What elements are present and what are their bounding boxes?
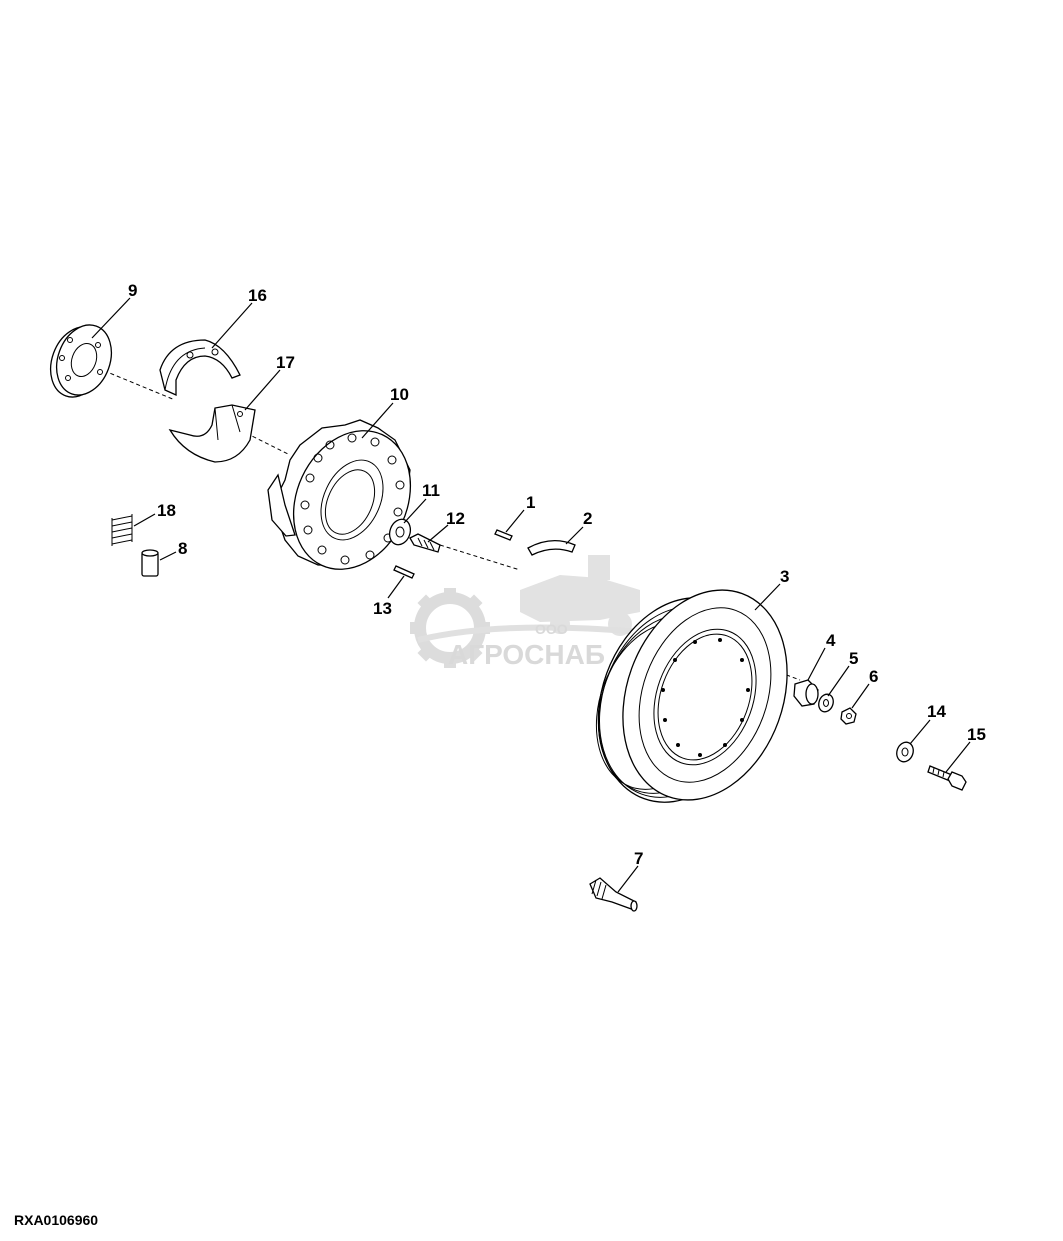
callout-label: 2 — [583, 509, 592, 528]
part-5-washer — [818, 693, 834, 713]
callout-14: 14 — [909, 702, 946, 745]
part-10-wheel-weight — [267, 419, 412, 570]
callout-label: 16 — [248, 286, 267, 305]
part-7-valve-stem — [589, 877, 638, 912]
callout-16: 16 — [211, 286, 267, 349]
callout-label: 18 — [157, 501, 176, 520]
callout-13: 13 — [373, 575, 405, 618]
part-12-bolt — [409, 533, 441, 553]
callout-7: 7 — [617, 849, 643, 893]
callout-label: 13 — [373, 599, 392, 618]
part-16-upper-shell — [159, 339, 241, 397]
callout-label: 9 — [128, 281, 137, 300]
watermark-logo: ООО АГРОСНАБ — [410, 555, 641, 670]
callout-18: 18 — [133, 501, 176, 527]
callout-label: 15 — [967, 725, 986, 744]
callout-label: 12 — [446, 509, 465, 528]
callout-9: 9 — [91, 281, 137, 339]
callout-10: 10 — [361, 385, 409, 439]
part-4-spacer — [793, 679, 819, 707]
callout-label: 7 — [634, 849, 643, 868]
callout-11: 11 — [403, 481, 440, 524]
callout-6: 6 — [851, 667, 878, 709]
part-17-lower-shell — [168, 404, 256, 463]
callout-4: 4 — [807, 631, 836, 681]
part-3-wheel-rim — [595, 589, 788, 803]
part-8-pin — [141, 549, 159, 577]
part-14-washer — [896, 741, 914, 763]
watermark-combine-icon — [520, 555, 640, 636]
callout-17: 17 — [244, 353, 295, 411]
part-2-clip — [527, 540, 576, 556]
figure-id-label: RXA0106960 — [14, 1212, 99, 1228]
callout-8: 8 — [159, 539, 187, 561]
callout-label: 6 — [869, 667, 878, 686]
callout-15: 15 — [945, 725, 986, 773]
callout-5: 5 — [827, 649, 858, 697]
callout-label: 17 — [276, 353, 295, 372]
callout-label: 14 — [927, 702, 946, 721]
callout-label: 8 — [178, 539, 187, 558]
watermark-small-text: ООО — [535, 621, 568, 637]
part-11-washer — [388, 518, 412, 546]
part-15-bolt — [927, 765, 967, 791]
callout-label: 3 — [780, 567, 789, 586]
rim-bolt-holes — [661, 638, 750, 757]
callout-label: 11 — [422, 481, 440, 500]
part-6-nut — [840, 707, 857, 725]
part-9-flange-plate — [49, 324, 113, 398]
part-1-screw — [494, 529, 513, 541]
callout-1: 1 — [505, 493, 535, 533]
callout-2: 2 — [565, 509, 592, 545]
callout-3: 3 — [754, 567, 789, 611]
part-18-spring — [111, 514, 133, 546]
callout-label: 10 — [390, 385, 409, 404]
part-13-small-pin — [393, 565, 415, 579]
watermark-brand-text: АГРОСНАБ — [448, 639, 605, 670]
callout-label: 4 — [826, 631, 836, 650]
callout-label: 1 — [526, 493, 535, 512]
callout-label: 5 — [849, 649, 858, 668]
weight-bolt-holes — [300, 433, 405, 565]
callout-12: 12 — [427, 509, 465, 543]
